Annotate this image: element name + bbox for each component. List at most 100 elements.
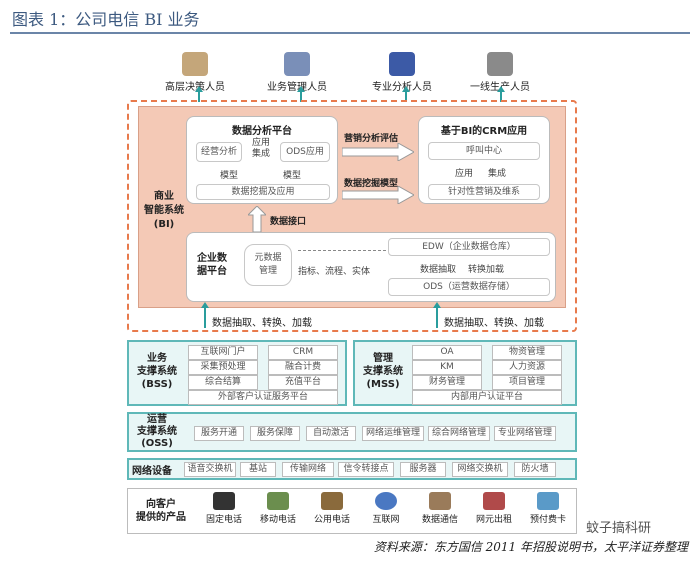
mss-cell: OA [412, 345, 482, 360]
bss-cell: 综合结算 [188, 375, 258, 390]
right-arrow-icon [342, 186, 414, 204]
arrow-up-icon [195, 86, 203, 92]
model-label: 模型 [283, 171, 302, 181]
products-panel [127, 488, 577, 534]
connector-line [436, 306, 438, 328]
data-comm-icon [429, 492, 451, 510]
etl-bottom-left: 数据抽取、转换、加载 [212, 318, 312, 329]
mining-model-label: 数据挖掘模型 [344, 179, 399, 189]
arrow-up-icon [497, 86, 505, 92]
network-cell: 服务器 [400, 462, 446, 477]
network-label: 网络设备 [132, 466, 172, 477]
title-divider [10, 32, 690, 34]
connector-line [405, 92, 407, 102]
analyst-icon [389, 52, 415, 76]
ods-box: ODS（运营数据存储） [388, 278, 550, 296]
arrow-up-icon [433, 302, 441, 308]
mss-cell: 项目管理 [492, 375, 562, 390]
bi-system-frame [127, 100, 577, 332]
etl-label: 数据抽取 [420, 265, 457, 275]
product-payphone: 公用电话 [306, 492, 358, 525]
leasing-icon [483, 492, 505, 510]
oss-cell: 网络运维管理 [362, 426, 424, 441]
watermark: 蚊子搞科研 [586, 521, 652, 536]
arrow-up-icon [297, 86, 305, 92]
product-prepaid: 预付费卡 [522, 492, 574, 525]
mss-cell: 人力资源 [492, 360, 562, 375]
oss-cell: 自动激活 [306, 426, 356, 441]
phone-icon [213, 492, 235, 510]
page-title: 图表 1：公司电信 BI 业务 [12, 10, 200, 29]
oss-cell: 专业网络管理 [494, 426, 556, 441]
arrow-up-icon [402, 86, 410, 92]
analysis-integration-label: 应用 集成 [251, 138, 270, 159]
bss-auth-platform: 外部客户认证服务平台 [188, 390, 338, 405]
marketing-eval-label: 营销分析评估 [344, 134, 399, 144]
products-label: 向客户 提供的产品 [136, 499, 186, 523]
product-label: 固定电话 [205, 515, 242, 525]
connector-line [198, 92, 200, 102]
crm-title: 基于BI的CRM应用 [440, 126, 528, 137]
bss-cell: 互联网门户 [188, 345, 258, 360]
product-fixed-phone: 固定电话 [198, 492, 250, 525]
metadata-management: 元数据 管理 [244, 244, 292, 286]
mss-cell: 物资管理 [492, 345, 562, 360]
mss-label: 管理 支撑系统 (MSS) [363, 353, 403, 390]
etl-bottom-right: 数据抽取、转换、加载 [444, 318, 544, 329]
indicators-label: 指标、流程、实体 [298, 267, 371, 277]
bss-cell: 充值平台 [268, 375, 338, 390]
product-label: 预付费卡 [529, 515, 566, 525]
call-center: 呼叫中心 [428, 142, 540, 160]
model-label: 模型 [220, 171, 239, 181]
etl-label-2: 转换加载 [468, 265, 505, 275]
product-label: 互联网 [372, 515, 400, 525]
product-internet: 互联网 [360, 492, 412, 525]
payphone-icon [321, 492, 343, 510]
bss-cell: CRM [268, 345, 338, 360]
product-leasing: 网元出租 [468, 492, 520, 525]
network-cell: 信令转接点 [338, 462, 394, 477]
edw-box: EDW（企业数据仓库） [388, 238, 550, 256]
person-icon [182, 52, 208, 76]
right-arrow-icon [342, 143, 414, 161]
product-label: 数据通信 [421, 515, 458, 525]
network-cell: 防火墙 [514, 462, 556, 477]
oss-cell: 服务保障 [250, 426, 300, 441]
oss-cell: 服务开通 [194, 426, 244, 441]
person-icon [487, 52, 513, 76]
enterprise-platform-title: 企业数 据平台 [197, 253, 227, 277]
product-label: 网元出租 [475, 515, 512, 525]
globe-icon [375, 492, 397, 510]
bss-label: 业务 支撑系统 (BSS) [137, 353, 177, 390]
crm-integ-label: 集成 [488, 169, 507, 179]
product-label: 公用电话 [313, 515, 350, 525]
person-icon [284, 52, 310, 76]
network-cell: 语音交换机 [184, 462, 236, 477]
targeted-marketing: 针对性营销及维系 [428, 184, 540, 200]
product-data-comm: 数据通信 [414, 492, 466, 525]
bss-cell: 融合计费 [268, 360, 338, 375]
oss-label: 运营 支撑系统 (OSS) [137, 414, 177, 449]
network-cell: 网络交换机 [452, 462, 508, 477]
connector-line [300, 92, 302, 102]
product-mobile: 移动电话 [252, 492, 304, 525]
mobile-icon [267, 492, 289, 510]
analysis-platform-title: 数据分析平台 [232, 126, 292, 137]
crm-app-label: 应用 [455, 169, 474, 179]
connector-line [500, 92, 502, 102]
mss-auth-platform: 内部用户认证平台 [412, 390, 562, 405]
up-arrow-icon [248, 206, 266, 232]
oss-cell: 综合网络管理 [428, 426, 490, 441]
network-cell: 基站 [240, 462, 276, 477]
source-note: 资料来源：东方国信 2011 年招股说明书，太平洋证券整理 [373, 540, 688, 554]
card-icon [537, 492, 559, 510]
bi-system-label: 商业 智能系统 (BI) [144, 191, 184, 230]
product-label: 移动电话 [259, 515, 296, 525]
analysis-item: 经营分析 [196, 142, 242, 162]
data-mining-bar: 数据挖掘及应用 [196, 184, 330, 200]
arrow-up-icon [201, 302, 209, 308]
mss-cell: KM [412, 360, 482, 375]
data-interface-label: 数据接口 [270, 217, 307, 227]
analysis-item: ODS应用 [280, 142, 330, 162]
dashed-connector [298, 250, 386, 251]
